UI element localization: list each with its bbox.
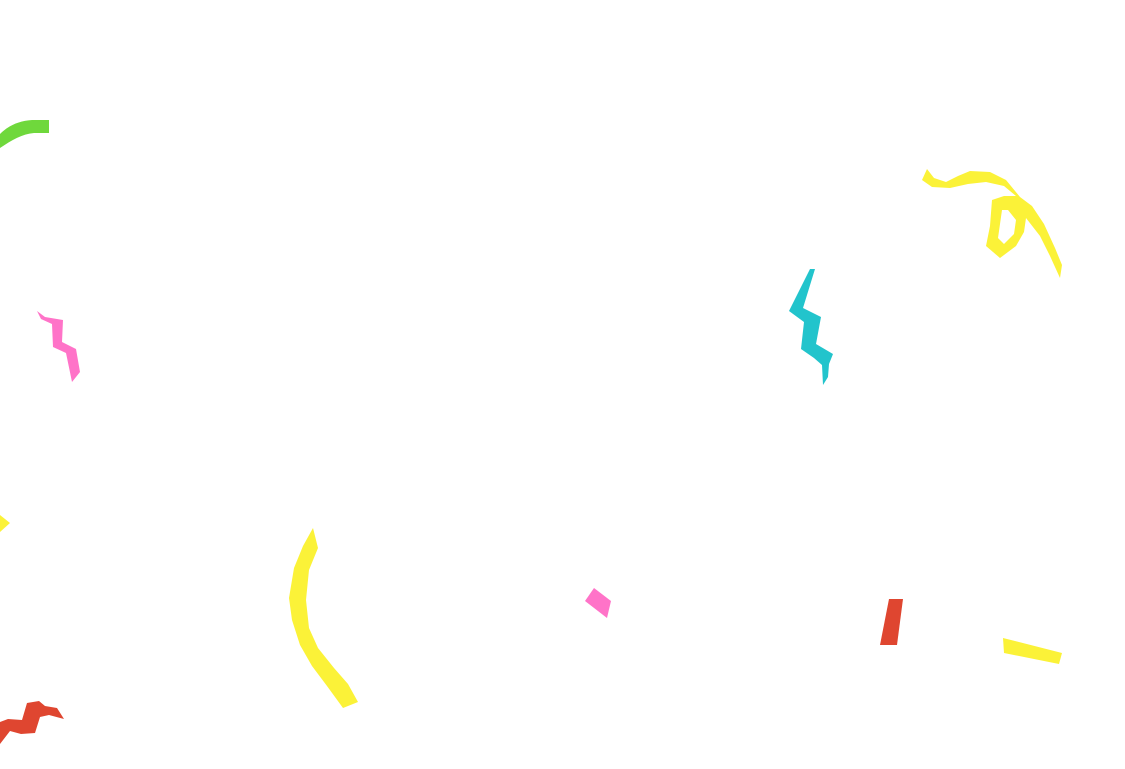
pink-zigzag-left <box>37 311 80 382</box>
yellow-arc-center-left <box>289 528 358 708</box>
yellow-loop-top-right <box>922 169 1062 278</box>
yellow-strip-bottom-right <box>1003 638 1062 664</box>
cyan-zigzag-right <box>789 269 833 385</box>
green-curl-top-left <box>0 120 49 148</box>
red-zigzag-bottom-left <box>0 701 64 744</box>
yellow-dot-left-edge <box>0 515 10 532</box>
red-strip-right <box>880 599 903 645</box>
pink-diamond-center <box>585 588 611 618</box>
